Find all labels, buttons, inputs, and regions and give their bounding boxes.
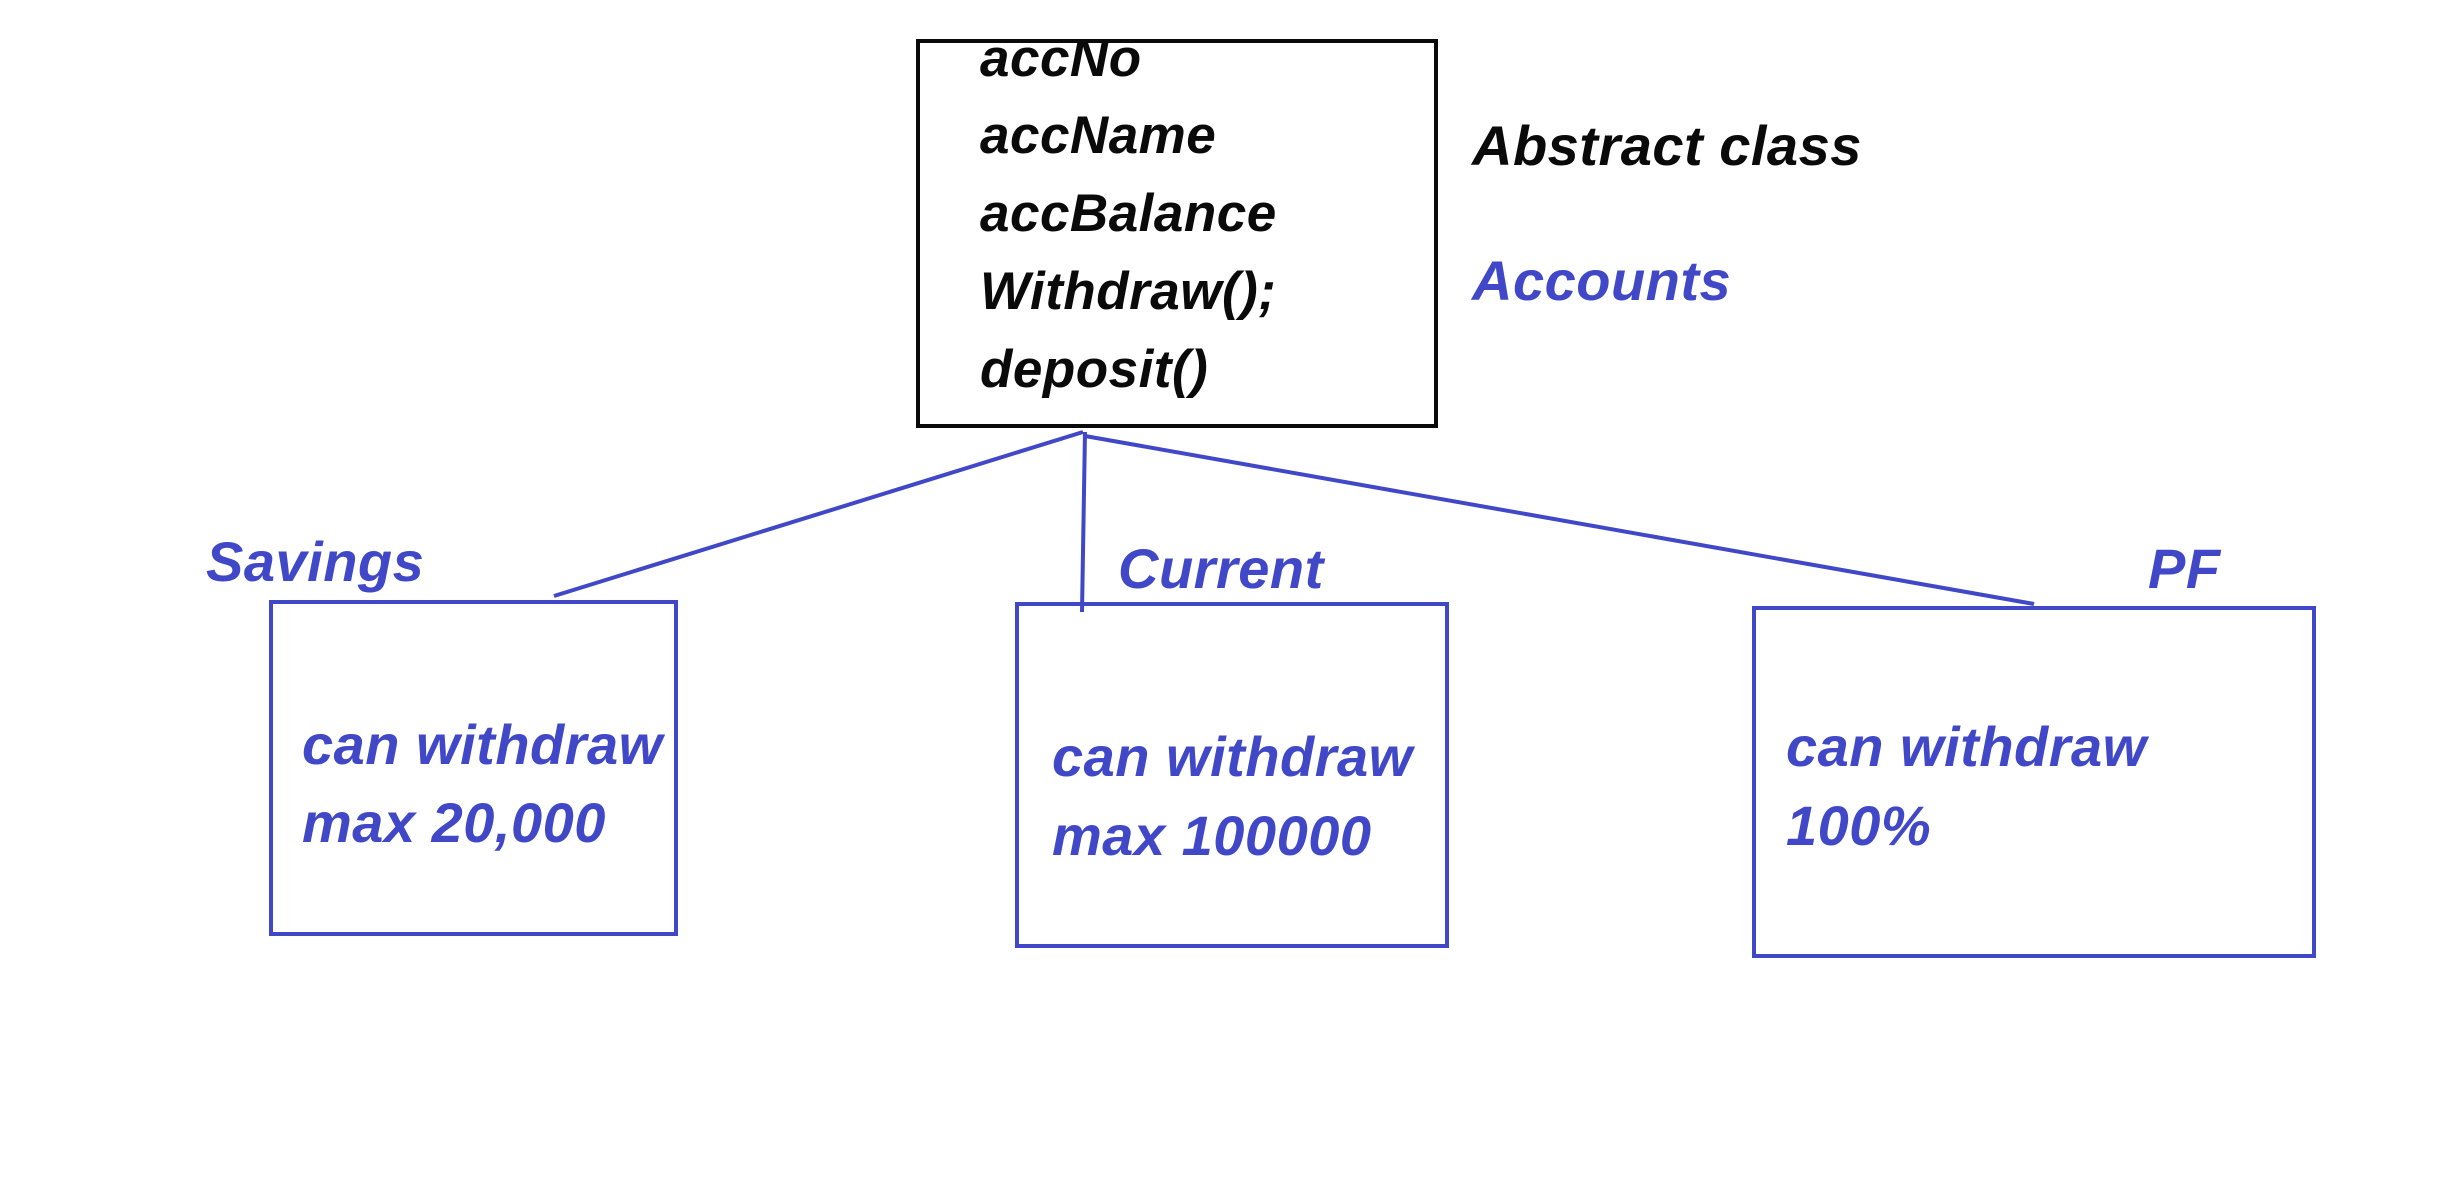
savings-label: Savings [206,530,425,593]
connector-pf [1084,434,2035,606]
member-withdraw: Withdraw(); [980,262,1277,321]
current-box [1015,602,1449,948]
current-rule-line1: can withdraw [1052,725,1413,788]
pf-rule-line2: 100% [1786,794,1932,857]
savings-rule-line1: can withdraw [302,713,663,776]
member-deposit: deposit() [980,340,1209,399]
connector-current [1080,431,1087,613]
pf-box [1752,606,2316,958]
member-accno: accNo [980,29,1142,88]
member-accname: accName [980,106,1217,165]
member-accbalance: accBalance [980,184,1277,243]
abstract-class-label: Abstract class [1472,114,1862,177]
pf-label: PF [2148,537,2221,600]
current-rule-line2: max 100000 [1052,804,1372,867]
pf-rule-line1: can withdraw [1786,715,2147,778]
current-label: Current [1118,537,1324,600]
abstract-class-box [916,39,1438,428]
accounts-label: Accounts [1472,249,1732,312]
savings-box [269,600,678,936]
savings-rule-line2: max 20,000 [302,791,606,854]
connector-savings [553,430,1084,598]
